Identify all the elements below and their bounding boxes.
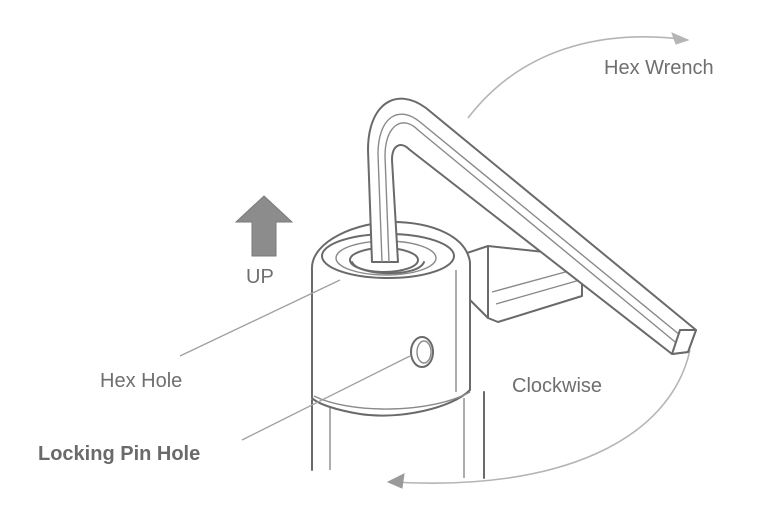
collar-body	[310, 221, 471, 417]
label-hex-hole: Hex Hole	[100, 370, 182, 392]
leader-lines	[179, 279, 411, 441]
locking-pin-hole	[410, 336, 434, 368]
hex-wrench	[367, 97, 697, 355]
label-locking-pin-hole: Locking Pin Hole	[38, 443, 200, 465]
post-tube	[311, 391, 485, 479]
label-clockwise: Clockwise	[512, 375, 602, 397]
clockwise-arrow-icon	[386, 349, 691, 489]
label-up: UP	[246, 266, 274, 288]
up-arrow-icon	[234, 195, 294, 257]
label-hex-wrench: Hex Wrench	[604, 57, 714, 79]
rotation-arc-top	[467, 32, 690, 119]
